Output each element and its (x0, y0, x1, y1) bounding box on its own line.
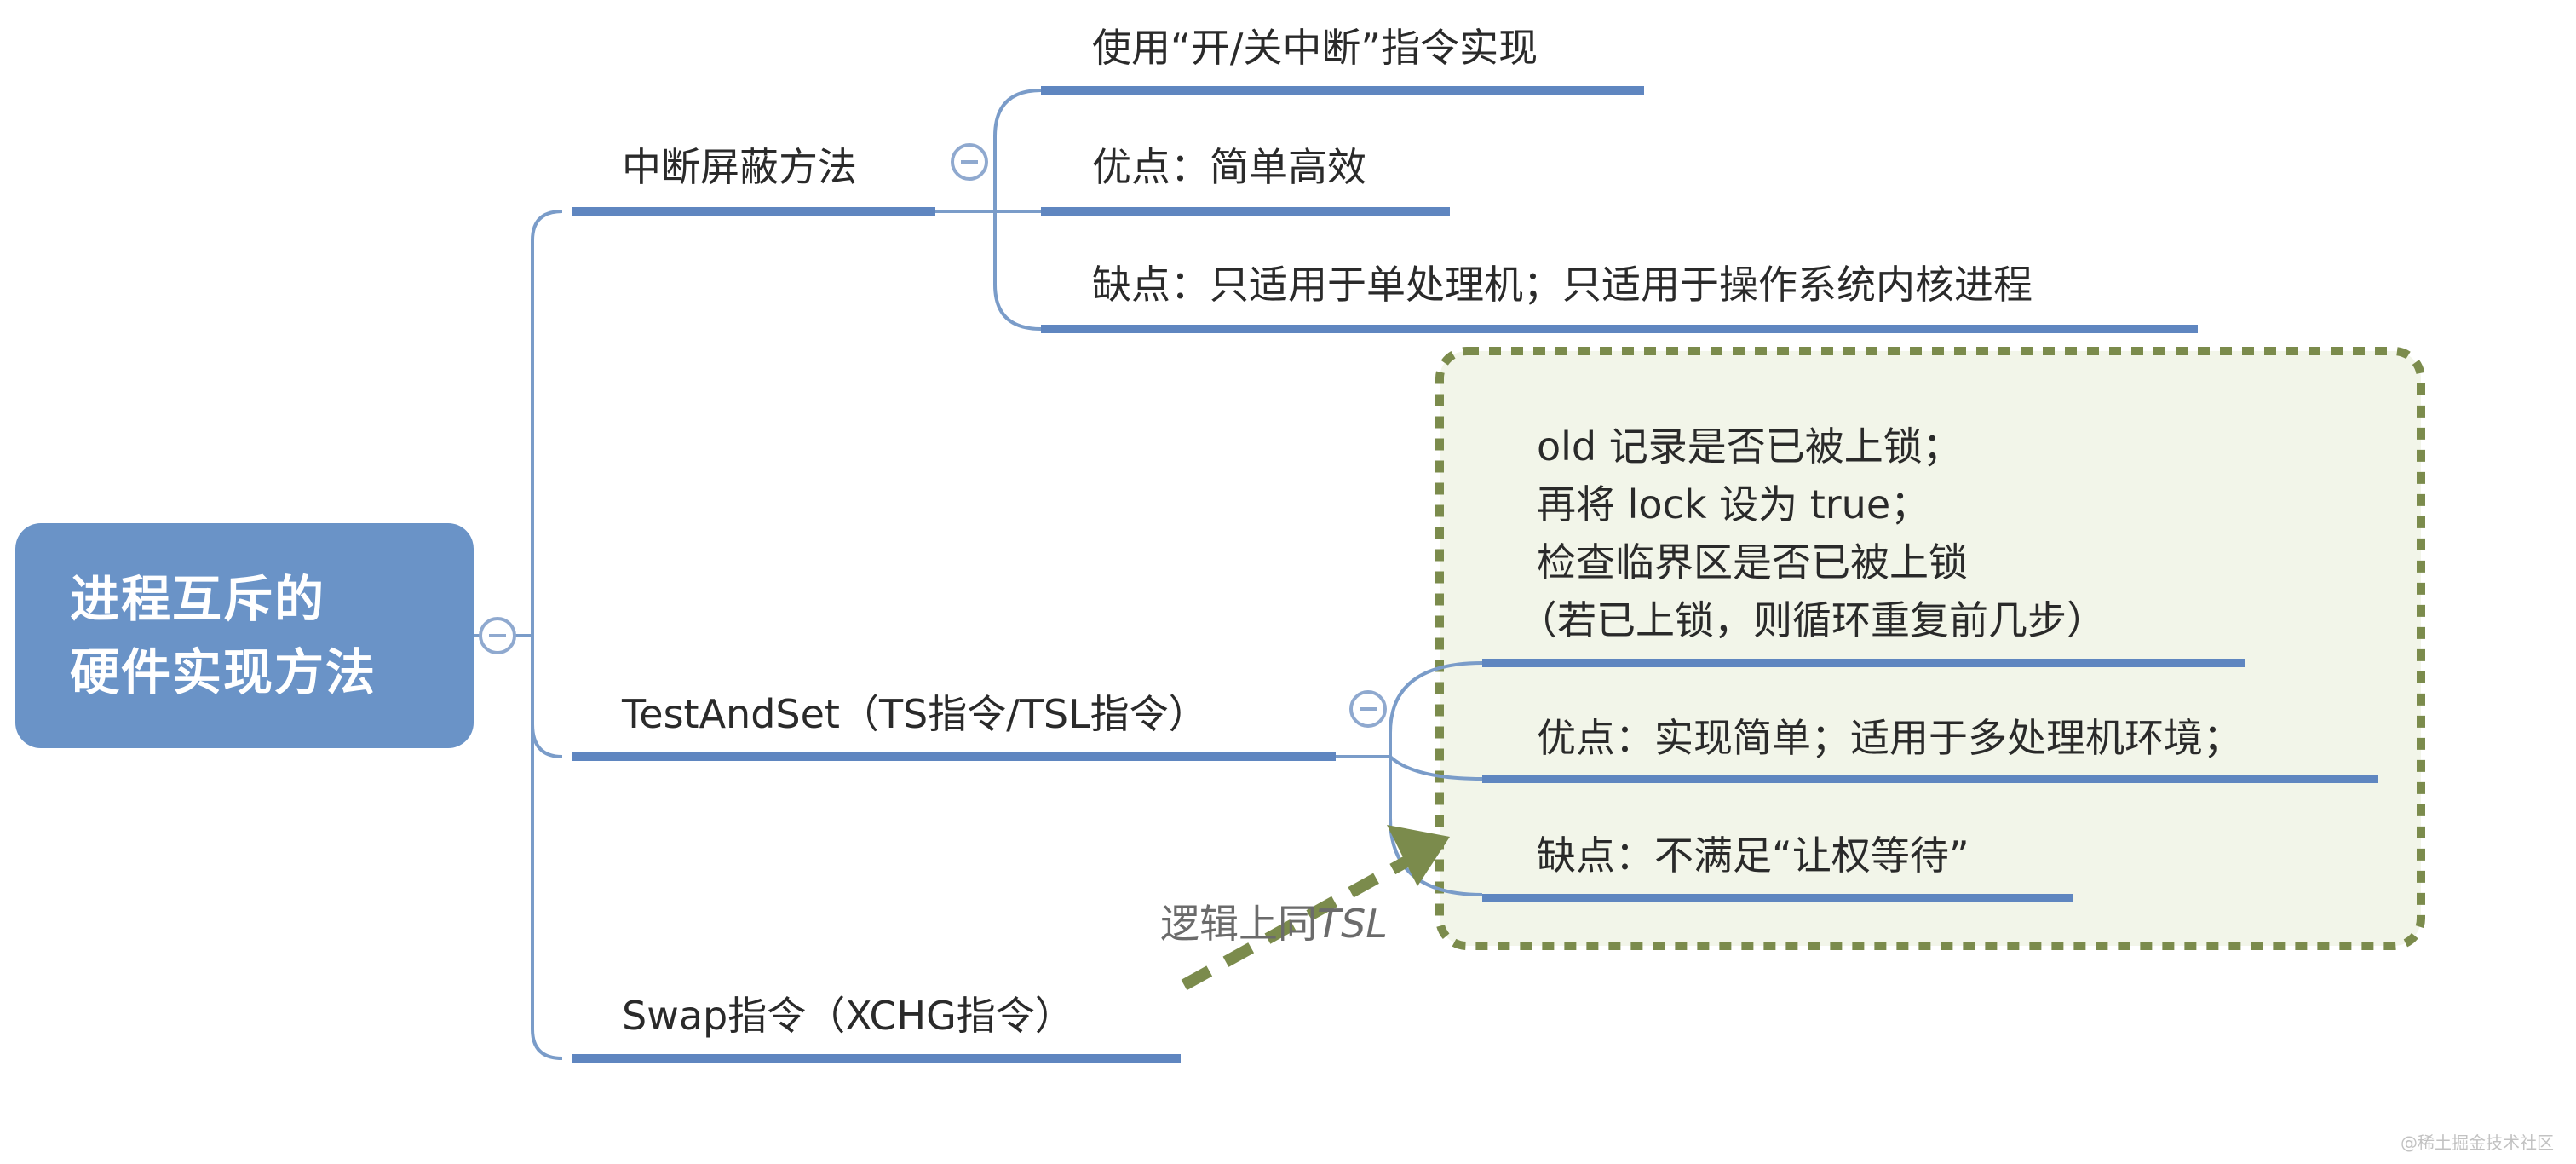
relation-arrow-line (1181, 851, 1417, 991)
tsl-child-logic-line-3: 检查临界区是否已被上锁 (1537, 539, 1968, 585)
tsl-child-logic-line-2: 再将 lock 设为 true； (1537, 481, 1930, 527)
collapse-toggle-root[interactable] (479, 617, 516, 654)
root-branch-spine (531, 210, 563, 1060)
relation-annotation-text: 逻辑上同 (1160, 901, 1317, 947)
dashed-annotation-box (1435, 347, 2425, 950)
root-title-line-2: 硬件实现方法 (70, 643, 377, 701)
relation-annotation: 逻辑上同TSL (1160, 900, 1388, 948)
interrupt-child-disadvantage[interactable]: 缺点：只适用于单处理机；只适用于操作系统内核进程 (1092, 262, 2033, 308)
topic-testandset[interactable]: TestAndSet（TS指令/TSL指令） (622, 691, 1208, 737)
testandset-child-2-connector (1389, 755, 1483, 781)
testandset-children-spine (1389, 661, 1483, 896)
collapse-toggle-interrupt[interactable] (951, 143, 988, 181)
collapse-toggle-testandset[interactable] (1349, 690, 1387, 728)
tsl-child-advantage[interactable]: 优点：实现简单；适用于多处理机环境； (1537, 715, 2242, 761)
tsl-child-logic-line-4: （若已上锁，则循环重复前几步） (1518, 597, 2106, 643)
tsl-child-disadvantage[interactable]: 缺点：不满足“让权等待” (1537, 833, 1969, 879)
relation-annotation-emphasis: TSL (1317, 901, 1388, 947)
tsl-child-logic-line-1[interactable]: old 记录是否已被上锁； (1537, 424, 1962, 470)
topic-interrupt-masking[interactable]: 中断屏蔽方法 (622, 144, 857, 190)
topic-swap[interactable]: Swap指令（XCHG指令） (622, 993, 1074, 1039)
relation-arrow-head (1387, 825, 1450, 886)
root-branch-to-testandset (531, 723, 563, 758)
root-node[interactable]: 进程互斥的 硬件实现方法 (15, 523, 474, 748)
interrupt-child-implementation[interactable]: 使用“开/关中断”指令实现 (1092, 25, 1538, 71)
interrupt-child-advantage[interactable]: 优点：简单高效 (1092, 144, 1366, 190)
root-title-line-1: 进程互斥的 (70, 570, 326, 628)
watermark: @稀土掘金技术社区 (2401, 1132, 2554, 1153)
